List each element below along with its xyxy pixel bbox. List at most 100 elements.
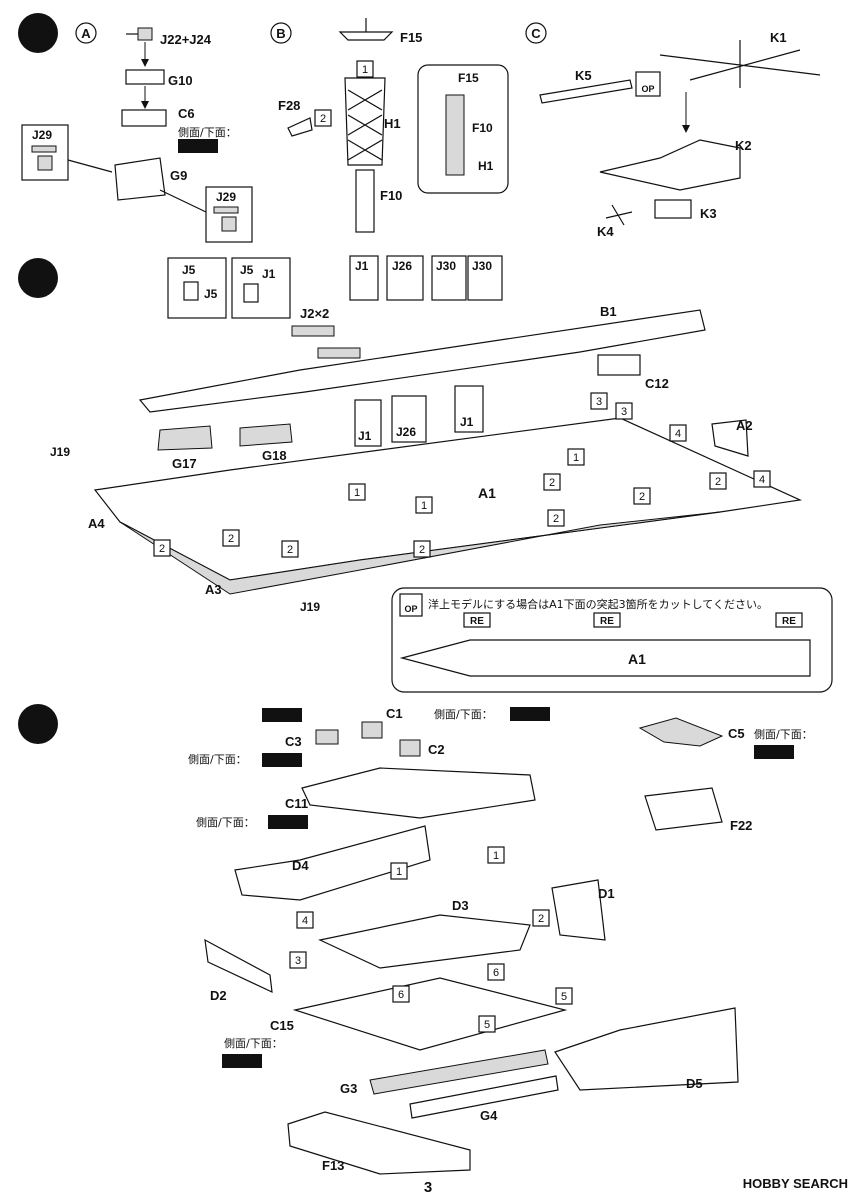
- label-a2: A2: [736, 418, 753, 433]
- label-k5: K5: [575, 68, 592, 83]
- svg-text:2: 2: [715, 476, 721, 488]
- svg-text:H1/C1: H1/C1: [274, 818, 303, 829]
- label-c6: C6: [178, 106, 195, 121]
- c6-h1c1-badge: [178, 139, 218, 153]
- step-1-badge: [18, 13, 58, 53]
- c11-side-bottom: 側面/下面：: [196, 816, 255, 829]
- sub-a-circle: [75, 22, 97, 44]
- step-3-number: 3: [31, 712, 44, 739]
- c6-side-bottom: 側面/下面：: [178, 126, 237, 139]
- part-d1: [551, 879, 606, 941]
- j29-box-right: [205, 186, 253, 243]
- part-c3: [315, 729, 339, 745]
- svg-text:5: 5: [561, 991, 567, 1003]
- waterline-note-box: [391, 587, 833, 693]
- label-c3: C3: [285, 734, 302, 749]
- sub-c-label: C: [531, 26, 541, 41]
- label-f15: F15: [400, 30, 422, 45]
- label-a3: A3: [205, 582, 222, 597]
- svg-text:2: 2: [419, 544, 425, 556]
- part-k3: [654, 199, 692, 219]
- label-j5-c: J5: [240, 263, 254, 277]
- label-d3: D3: [452, 898, 469, 913]
- label-k1: K1: [770, 30, 787, 45]
- step-2-badge: [18, 258, 58, 298]
- svg-text:2: 2: [320, 113, 326, 125]
- part-k5: [539, 79, 633, 104]
- j5-j1-callout: [231, 257, 291, 319]
- part-c1: [361, 721, 383, 739]
- svg-text:2: 2: [549, 477, 555, 489]
- part-c2: [399, 739, 421, 757]
- svg-text:OP: OP: [641, 84, 654, 94]
- note-label-a1: A1: [628, 651, 646, 667]
- part-c6: [121, 109, 167, 127]
- part-g9: [114, 157, 166, 201]
- mast-inset: [417, 64, 509, 194]
- svg-text:1: 1: [573, 452, 579, 464]
- svg-text:2: 2: [538, 913, 544, 925]
- label-f10: F10: [380, 188, 402, 203]
- label-f28: F28: [278, 98, 300, 113]
- svg-text:1: 1: [362, 64, 368, 76]
- label-f13: F13: [322, 1158, 344, 1173]
- gun-turret: [137, 27, 153, 41]
- re-badge-1: RE: [470, 616, 484, 627]
- label-j29-right: J29: [216, 190, 236, 204]
- part-c5: [638, 717, 724, 747]
- part-k2-helicopter: [599, 139, 741, 191]
- label-c15: C15: [270, 1018, 294, 1033]
- svg-text:H1/C1: H1/C1: [516, 710, 545, 721]
- svg-text:3: 3: [621, 406, 627, 418]
- label-j19-a: J19: [50, 445, 70, 459]
- step-3-badge: [18, 704, 58, 744]
- label-j5-b: J5: [204, 287, 218, 301]
- c1-h1c1-badge: [510, 707, 550, 721]
- label-j30-b: J30: [472, 259, 492, 273]
- svg-text:1: 1: [396, 866, 402, 878]
- label-g9: G9: [170, 168, 187, 183]
- svg-text:2: 2: [287, 544, 293, 556]
- svg-text:4: 4: [759, 474, 765, 486]
- label-h1: H1: [384, 116, 401, 131]
- svg-text:3: 3: [596, 396, 602, 408]
- svg-text:2: 2: [159, 543, 165, 555]
- watermark: HOBBY SEARCH: [743, 1176, 848, 1191]
- part-c11: [301, 767, 536, 819]
- label-d1: D1: [598, 886, 615, 901]
- svg-text:5: 5: [484, 1019, 490, 1031]
- inset-label-h1: H1: [478, 159, 494, 173]
- svg-text:H1/C1: H1/C1: [184, 142, 213, 153]
- c3-h1c1-badge-2: [262, 753, 302, 767]
- label-b1: B1: [600, 304, 617, 319]
- sub-c-circle: [525, 22, 547, 44]
- label-k2: K2: [735, 138, 752, 153]
- label-c11: C11: [285, 796, 308, 811]
- svg-text:H1/C1: H1/C1: [760, 748, 789, 759]
- part-b1-deck: [138, 309, 706, 413]
- part-h1-mast: [344, 77, 386, 166]
- j5-callout: [167, 257, 227, 319]
- part-k1-rotor: [659, 40, 821, 88]
- label-a1: A1: [478, 485, 496, 501]
- re-badge-3: RE: [782, 616, 796, 627]
- a1-underside: [399, 639, 811, 677]
- part-d5: [554, 1007, 739, 1091]
- label-a4: A4: [88, 516, 105, 531]
- svg-text:H1/C1: H1/C1: [228, 1057, 257, 1068]
- re-badge-2: RE: [600, 616, 614, 627]
- j29-box-left: [21, 124, 69, 181]
- part-f22: [644, 787, 723, 831]
- part-d4: [234, 825, 431, 901]
- svg-text:2: 2: [228, 533, 234, 545]
- part-g10: [125, 69, 165, 85]
- label-d4: D4: [292, 858, 309, 873]
- label-j2x2: J2×2: [300, 306, 329, 321]
- label-j30-a: J30: [436, 259, 456, 273]
- svg-text:1: 1: [493, 850, 499, 862]
- op-badge-c: [635, 71, 661, 97]
- label-j22j24: J22+J24: [160, 32, 212, 47]
- sub-a-label: A: [81, 26, 91, 41]
- part-k4: [605, 204, 633, 226]
- label-f22: F22: [730, 818, 752, 833]
